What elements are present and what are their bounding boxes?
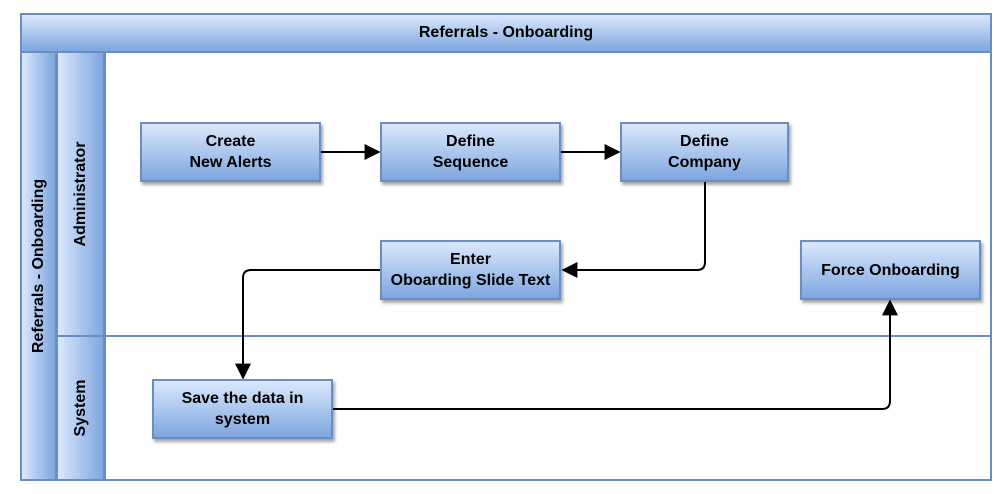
pool-side-label: Referrals - Onboarding xyxy=(29,178,47,354)
lane-system-header: System xyxy=(56,335,105,481)
node-save-data[interactable]: Save the data in system xyxy=(152,379,333,439)
node-save-data-label: Save the data in system xyxy=(181,390,304,428)
node-define-company[interactable]: Define Company xyxy=(620,122,789,182)
node-force-onboarding[interactable]: Force Onboarding xyxy=(800,240,981,300)
node-define-sequence[interactable]: Define Sequence xyxy=(380,122,561,182)
node-enter-slide-text-label: Enter Oboarding Slide Text xyxy=(390,251,551,289)
node-force-onboarding-label: Force Onboarding xyxy=(821,261,960,279)
node-create-new-alerts-label: Create New Alerts xyxy=(189,133,272,171)
pool-side-header: Referrals - Onboarding xyxy=(20,53,57,481)
lane-administrator-label: Administrator xyxy=(71,141,89,247)
node-enter-slide-text[interactable]: Enter Oboarding Slide Text xyxy=(380,240,561,300)
pool-title: Referrals - Onboarding xyxy=(20,13,992,53)
lane-administrator-header: Administrator xyxy=(56,53,105,337)
node-define-company-label: Define Company xyxy=(668,133,741,171)
node-define-sequence-label: Define Sequence xyxy=(432,133,509,171)
node-create-new-alerts[interactable]: Create New Alerts xyxy=(140,122,321,182)
pool-title-label: Referrals - Onboarding xyxy=(418,24,594,41)
lane-system-label: System xyxy=(71,379,89,437)
